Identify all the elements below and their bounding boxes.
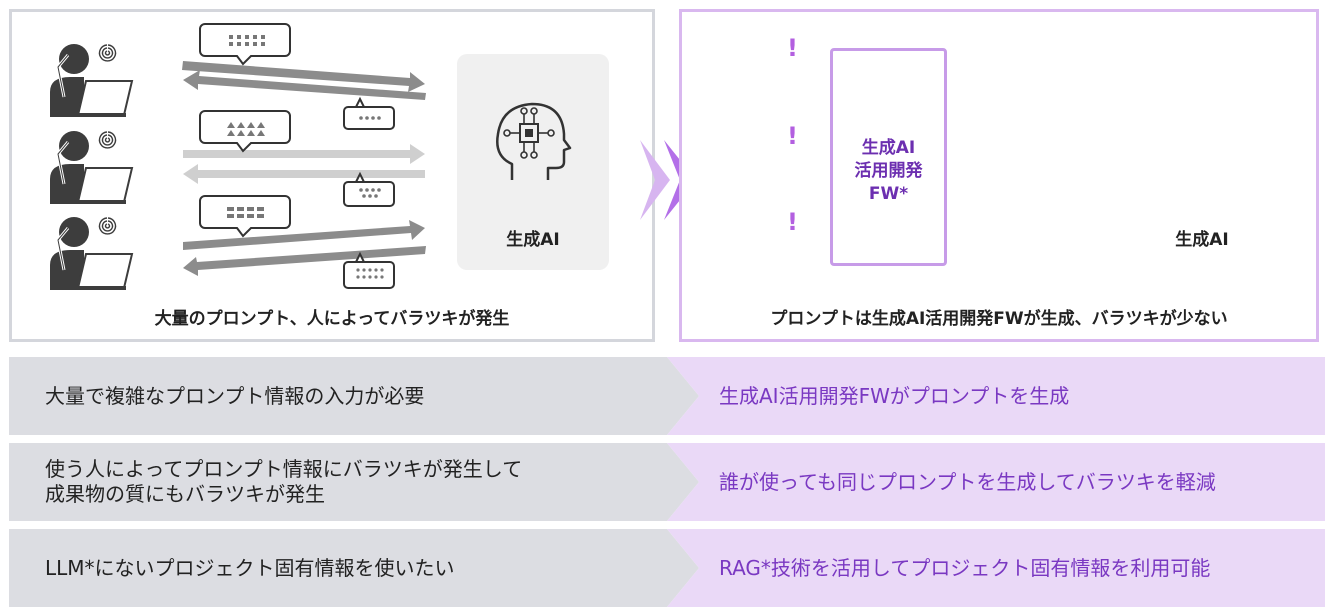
solution-text: 誰が使っても同じプロンプトを生成してバラツキを軽減 (719, 469, 1216, 494)
exclamation-mark: ! (787, 34, 798, 62)
solution-text: RAG*技術を活用してプロジェクト固有情報を利用可能 (719, 555, 1211, 580)
solution-row: 誰が使っても同じプロンプトを生成してバラツキを軽減 (667, 443, 1325, 521)
left-ai-label: 生成AI (506, 230, 560, 250)
right-ai-label: 生成AI (1175, 230, 1229, 250)
solution-row: RAG*技術を活用してプロジェクト固有情報を利用可能 (667, 529, 1325, 607)
right-panel-caption: プロンプトは生成AI活用開発FWが生成、バラツキが少ない (770, 309, 1228, 329)
problem-text: LLM*にないプロジェクト固有情報を使いたい (45, 555, 455, 580)
problem-text: 大量で複雑なプロンプト情報の入力が必要 (45, 383, 425, 408)
transition-chevron-back (640, 140, 670, 220)
solution-text: 生成AI活用開発FWがプロンプトを生成 (719, 383, 1070, 408)
problem-text: 使う人によってプロンプト情報にバラツキが発生して 成果物の質にもバラツキが発生 (45, 457, 523, 506)
problem-row: LLM*にないプロジェクト固有情報を使いたい (9, 529, 699, 607)
solution-row: 生成AI活用開発FWがプロンプトを生成 (667, 357, 1325, 435)
problem-row: 大量で複雑なプロンプト情報の入力が必要 (9, 357, 699, 435)
problem-row: 使う人によってプロンプト情報にバラツキが発生して 成果物の質にもバラツキが発生 (9, 443, 699, 521)
right-panel: プロンプトは生成AI活用開発FWが生成、バラツキが少ない (679, 9, 1319, 342)
framework-box: 生成AI 活用開発 FW* (830, 48, 947, 266)
framework-label: 生成AI 活用開発 FW* (854, 138, 923, 204)
exclamation-mark: ! (787, 122, 798, 150)
exclamation-mark: ! (787, 208, 798, 236)
left-panel-caption: 大量のプロンプト、人によってバラツキが発生 (154, 309, 510, 329)
